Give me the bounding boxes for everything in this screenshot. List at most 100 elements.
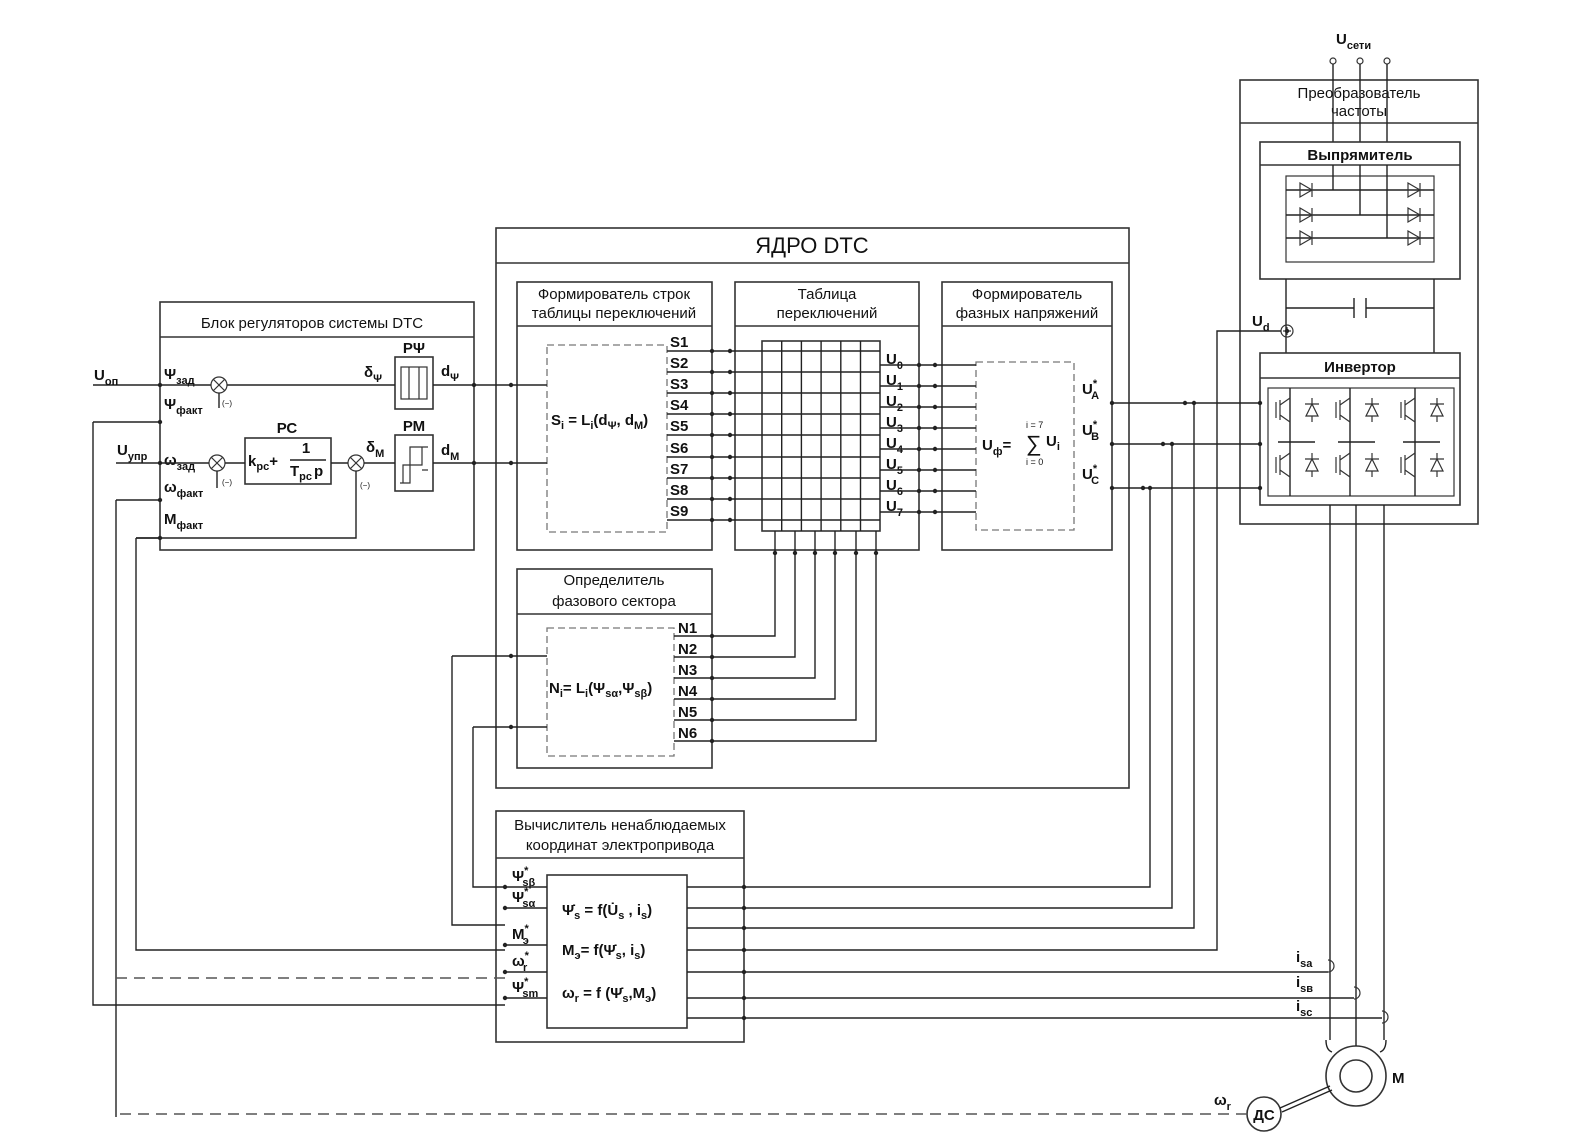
regulators-title: Блок регуляторов системы DTC xyxy=(201,315,423,332)
d-psi-label: dΨ xyxy=(441,363,459,384)
dc-link xyxy=(1280,279,1435,353)
svg-text:Преобразователь: Преобразователь xyxy=(1298,85,1421,102)
s-output-5: S5 xyxy=(670,418,688,435)
psi-zad-label: Ψзад xyxy=(164,366,195,387)
speed-estimate-formula: ωr = f (Ψ̇s,Mэ) xyxy=(562,985,656,1005)
phase-output-c: U*C xyxy=(1082,463,1099,487)
svg-text:фазных напряжений: фазных напряжений xyxy=(956,305,1099,322)
converter-block: Преобразователь частоты Uсети Выпрямител… xyxy=(1239,31,1479,525)
n-output-5: N5 xyxy=(678,704,697,721)
delta-psi-label: δΨ xyxy=(364,364,382,385)
s-output-6: S6 xyxy=(670,440,688,457)
torque-estimate-formula: Mэ= f(Ψ̇s, is) xyxy=(562,942,645,962)
svg-text:фазового сектора: фазового сектора xyxy=(552,593,676,610)
motor: M xyxy=(1325,1045,1405,1107)
inverter-block: Инвертор xyxy=(1259,352,1461,506)
n-output-6: N6 xyxy=(678,725,697,742)
n-output-3: N3 xyxy=(678,662,697,679)
flux-estimate-formula: Ψ̇s = f(U̇s , is) xyxy=(562,902,652,922)
s-output-3: S3 xyxy=(670,376,688,393)
svg-text:частоты: частоты xyxy=(1331,103,1387,120)
svg-text:ДС: ДС xyxy=(1253,1107,1275,1124)
grid-input: Uсети xyxy=(1329,31,1391,142)
delta-m-label: δМ xyxy=(366,439,384,460)
svg-text:переключений: переключений xyxy=(777,305,878,322)
svg-text:(−): (−) xyxy=(360,481,370,490)
svg-text:Инвертор: Инвертор xyxy=(1324,359,1396,376)
phase-output-a: U*A xyxy=(1082,378,1099,402)
rectifier-block: Выпрямитель xyxy=(1259,141,1461,280)
m-fakt-label: Mфакт xyxy=(164,511,204,532)
dtc-core-block: ЯДРО DTC Формирователь строк таблицы пер… xyxy=(495,227,1130,789)
flux-regulator-rpsi: РΨ xyxy=(394,340,434,410)
svg-text:РΨ: РΨ xyxy=(403,340,425,357)
svg-text:1: 1 xyxy=(302,440,310,457)
estimator-block: Вычислитель ненаблюдаемых координат элек… xyxy=(495,810,745,1043)
si-formula: Si = Li(dΨ, dМ) xyxy=(551,412,648,432)
u-output-4: U4 xyxy=(886,435,904,456)
svg-text:таблицы переключений: таблицы переключений xyxy=(532,305,696,322)
u-output-1: U1 xyxy=(886,372,903,393)
core-wires xyxy=(505,350,976,1019)
omega-zad-label: ωзад xyxy=(164,452,195,473)
s-output-4: S4 xyxy=(670,397,689,414)
omega-r-label: ωr xyxy=(1214,1092,1232,1113)
phase-former-block: Формирователь фазных напряжений Uф= i = … xyxy=(941,281,1113,551)
svg-text:i = 7: i = 7 xyxy=(1026,420,1043,430)
svg-text:Uсети: Uсети xyxy=(1336,31,1371,52)
s-output-9: S9 xyxy=(670,503,688,520)
isc-label: isc xyxy=(1296,998,1312,1019)
svg-text:РС: РС xyxy=(277,420,298,437)
svg-text:Вычислитель ненаблюдаемых: Вычислитель ненаблюдаемых xyxy=(514,817,726,834)
row-former-block: Формирователь строк таблицы переключений… xyxy=(516,281,713,551)
inverter-legs xyxy=(1275,388,1444,496)
s-output-2: S2 xyxy=(670,355,688,372)
regulators-block: Блок регуляторов системы DTC Ψзад Ψфакт … xyxy=(93,301,475,551)
u-output-6: U6 xyxy=(886,477,903,498)
u-output-7: U7 xyxy=(886,498,903,519)
ni-formula: Ni= Li(Ψsα,Ψsβ) xyxy=(549,680,652,700)
svg-text:∑: ∑ xyxy=(1026,431,1042,456)
u-output-5: U5 xyxy=(886,456,903,477)
u-output-0: U0 xyxy=(886,351,903,372)
svg-text:Определитель: Определитель xyxy=(564,572,665,589)
n-output-1: N1 xyxy=(678,620,697,637)
n-output-2: N2 xyxy=(678,641,697,658)
phase-outputs: U*A U*B U*C xyxy=(1082,378,1099,487)
s-output-1: S1 xyxy=(670,334,688,351)
svg-text:Uф=: Uф= xyxy=(982,437,1011,458)
svg-text:M: M xyxy=(1392,1070,1405,1087)
phase-output-b: U*B xyxy=(1082,419,1099,443)
sum-junction-speed: (−) xyxy=(208,454,232,487)
sum-junction-flux: (−) xyxy=(210,376,232,408)
svg-text:Формирователь строк: Формирователь строк xyxy=(538,286,691,303)
estimator-output-3: ω*r xyxy=(512,950,530,974)
svg-text:i = 0: i = 0 xyxy=(1026,457,1043,467)
svg-text:(−): (−) xyxy=(222,399,232,408)
isb-label: isв xyxy=(1296,974,1313,995)
psi-fakt-label: Ψфакт xyxy=(164,396,203,417)
torque-regulator-rm: РМ xyxy=(394,418,434,492)
svg-text:координат электропривода: координат электропривода xyxy=(526,837,715,854)
svg-text:kрс+: kрс+ xyxy=(248,453,278,473)
estimator-output-2: M*э xyxy=(512,923,530,947)
estimator-output-0: Ψ*sβ xyxy=(512,865,536,889)
phase-voltage-formula: Uф= i = 7 ∑ i = 0 Ui xyxy=(982,420,1060,467)
svg-text:Формирователь: Формирователь xyxy=(972,286,1083,303)
u-upr-label: Uупр xyxy=(117,442,148,463)
u-output-3: U3 xyxy=(886,414,903,435)
n-output-4: N4 xyxy=(678,683,698,700)
svg-text:РМ: РМ xyxy=(403,418,425,435)
omega-fakt-label: ωфакт xyxy=(164,479,204,500)
estimator-output-1: Ψ*sα xyxy=(512,886,536,910)
connection-wires xyxy=(92,330,1382,1117)
d-m-label: dМ xyxy=(441,442,459,463)
svg-text:Таблица: Таблица xyxy=(798,286,857,303)
svg-text:Ui: Ui xyxy=(1046,433,1060,453)
